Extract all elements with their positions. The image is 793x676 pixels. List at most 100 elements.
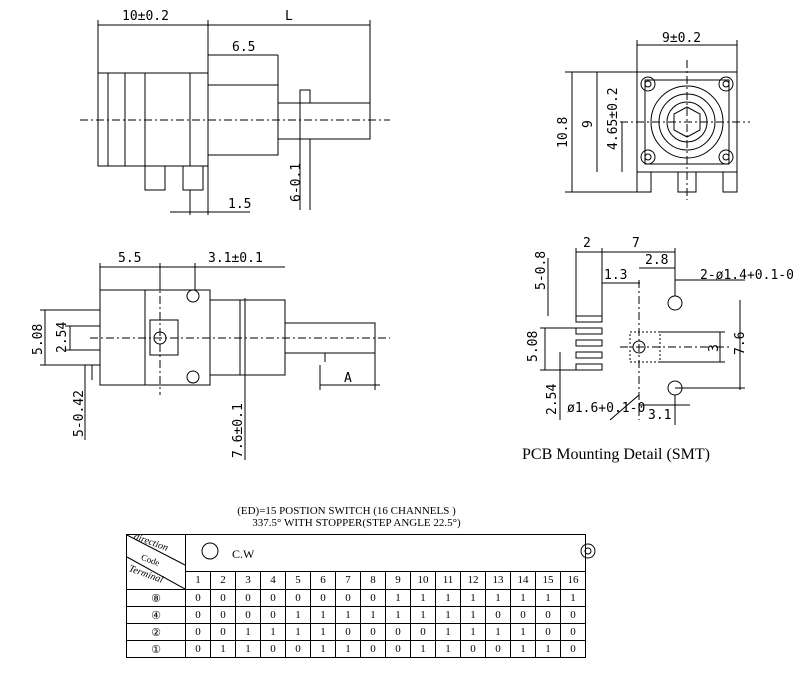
code-cell: 1 xyxy=(435,606,461,624)
dim-6: 6-0.1 xyxy=(289,163,304,202)
code-cell: 1 xyxy=(410,640,436,658)
code-cell: 1 xyxy=(435,640,461,658)
direction-row xyxy=(185,534,586,572)
column-header: 9 xyxy=(385,570,411,591)
column-header: 13 xyxy=(485,570,511,591)
code-cell: 1 xyxy=(310,640,336,658)
code-cell: 1 xyxy=(285,606,311,624)
caption-stopper: 337.5° WITH STOPPER(STEP ANGLE 22.5°) xyxy=(252,517,461,529)
code-cell: 1 xyxy=(310,606,336,624)
code-cell: 0 xyxy=(485,640,511,658)
pcb-title: PCB Mounting Detail (SMT) xyxy=(522,446,711,463)
side-view xyxy=(80,20,390,215)
code-cell: 1 xyxy=(460,623,486,641)
code-cell: 0 xyxy=(185,589,211,607)
pcb-dim-3: 3 xyxy=(707,344,722,352)
code-cell: 0 xyxy=(285,589,311,607)
code-cell: 1 xyxy=(335,606,361,624)
column-header: 1 xyxy=(185,570,211,591)
code-cell: 0 xyxy=(335,589,361,607)
code-cell: 1 xyxy=(535,589,561,607)
dim-2-54: 2.54 xyxy=(55,322,70,353)
code-cell: 1 xyxy=(435,589,461,607)
code-cell: 0 xyxy=(385,623,411,641)
code-cell: 0 xyxy=(260,589,286,607)
code-cell: 0 xyxy=(335,623,361,641)
terminal-label: ④ xyxy=(126,606,186,624)
dim-9-width: 9±0.2 xyxy=(662,31,701,46)
code-cell: 0 xyxy=(260,606,286,624)
code-cell: 0 xyxy=(560,606,586,624)
code-cell: 1 xyxy=(235,623,261,641)
dim-4-65: 4.65±0.2 xyxy=(606,87,621,150)
code-cell: 1 xyxy=(560,589,586,607)
code-cell: 1 xyxy=(260,623,286,641)
code-cell: 0 xyxy=(460,640,486,658)
dim-3-1: 3.1±0.1 xyxy=(208,251,263,266)
code-cell: 0 xyxy=(410,623,436,641)
bottom-view xyxy=(40,263,390,460)
pcb-dim-5-0-8: 5-0.8 xyxy=(534,251,549,290)
column-header: 12 xyxy=(460,570,486,591)
column-header: 7 xyxy=(335,570,361,591)
code-cell: 0 xyxy=(210,589,236,607)
code-cell: 1 xyxy=(410,606,436,624)
dim-5-08: 5.08 xyxy=(31,324,46,355)
code-cell: 0 xyxy=(535,623,561,641)
pcb-dim-1-3: 1.3 xyxy=(604,268,627,283)
pcb-dim-2-8: 2.8 xyxy=(645,253,668,268)
code-cell: 1 xyxy=(285,623,311,641)
column-header: 2 xyxy=(210,570,236,591)
caption-switch: (ED)=15 POSTION SWITCH (16 CHANNELS ) xyxy=(237,505,456,517)
dim-6-5: 6.5 xyxy=(232,40,255,55)
code-cell: 0 xyxy=(185,640,211,658)
terminal-label: ① xyxy=(126,640,186,658)
dim-1-5: 1.5 xyxy=(228,197,251,212)
code-cell: 0 xyxy=(210,606,236,624)
dim-7-6: 7.6±0.1 xyxy=(231,403,246,458)
code-cell: 1 xyxy=(310,623,336,641)
code-cell: 1 xyxy=(335,640,361,658)
cw-label: C.W xyxy=(232,547,255,561)
code-cell: 0 xyxy=(285,640,311,658)
code-cell: 0 xyxy=(235,606,261,624)
pcb-dim-2-54: 2.54 xyxy=(545,384,560,415)
dim-10-8: 10.8 xyxy=(556,117,571,148)
code-cell: 0 xyxy=(485,606,511,624)
code-cell: 0 xyxy=(385,640,411,658)
code-cell: 0 xyxy=(510,606,536,624)
code-cell: 1 xyxy=(510,640,536,658)
column-header: 11 xyxy=(435,570,461,591)
pcb-dim-3-1: 3.1 xyxy=(648,408,671,423)
code-cell: 1 xyxy=(485,589,511,607)
column-header: 8 xyxy=(360,570,386,591)
code-cell: 1 xyxy=(485,623,511,641)
column-header: 16 xyxy=(560,570,586,591)
column-header: 15 xyxy=(535,570,561,591)
terminal-label: ⑧ xyxy=(126,589,186,607)
code-cell: 0 xyxy=(535,606,561,624)
code-cell: 0 xyxy=(360,640,386,658)
pcb-dim-5-08: 5.08 xyxy=(526,331,541,362)
code-cell: 0 xyxy=(260,640,286,658)
pcb-dim-7: 7 xyxy=(632,236,640,251)
column-header: 14 xyxy=(510,570,536,591)
dim-10: 10±0.2 xyxy=(122,9,169,24)
code-cell: 1 xyxy=(435,623,461,641)
code-cell: 0 xyxy=(360,623,386,641)
code-cell: 1 xyxy=(385,606,411,624)
code-cell: 0 xyxy=(310,589,336,607)
code-cell: 0 xyxy=(185,623,211,641)
dim-A: A xyxy=(344,371,352,386)
code-cell: 0 xyxy=(560,640,586,658)
column-header: 3 xyxy=(235,570,261,591)
column-header: 10 xyxy=(410,570,436,591)
code-cell: 1 xyxy=(235,640,261,658)
pcb-dim-hole: 2-ø1.4+0.1-0 xyxy=(700,268,793,283)
